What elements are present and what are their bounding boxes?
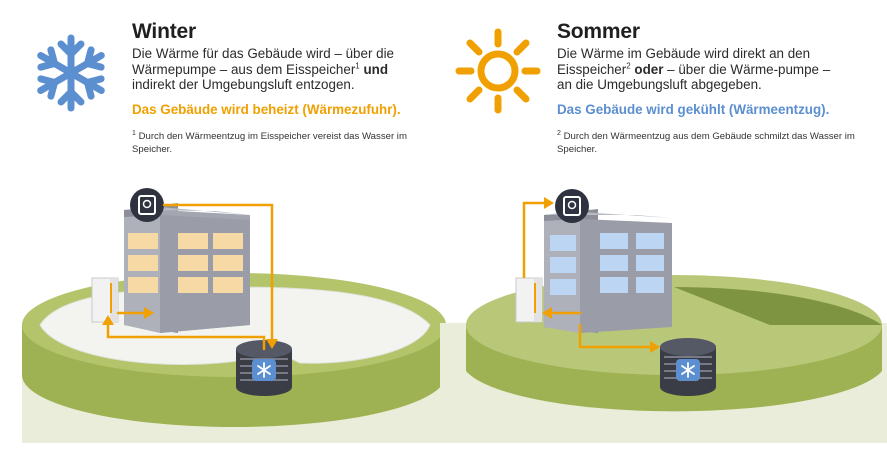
heat-pump-unit bbox=[91, 277, 119, 323]
arrow-head-right-top bbox=[544, 197, 554, 209]
grass-dark-wedge bbox=[674, 287, 882, 325]
winter-description: Die Wärme für das Gebäude wird – über di… bbox=[132, 46, 422, 93]
sun-icon bbox=[455, 28, 541, 114]
winter-body-sup: 1 bbox=[355, 61, 360, 71]
summer-body-bold: oder bbox=[634, 61, 664, 77]
summer-body-sup: 2 bbox=[626, 61, 631, 71]
winter-panel: Winter Die Wärme für das Gebäude wird – … bbox=[22, 20, 450, 443]
snowflake-icon bbox=[37, 34, 105, 112]
building-windows-warm bbox=[128, 233, 243, 293]
winter-title: Winter bbox=[132, 20, 196, 43]
winter-footnote: 1 Durch den Wärmeentzug im Eisspeicher v… bbox=[132, 129, 422, 156]
arrow-head-up bbox=[102, 315, 114, 325]
summer-footnote: 2 Durch den Wärmeentzug aus dem Gebäude … bbox=[557, 129, 857, 156]
summer-highlight: Das Gebäude wird gekühlt (Wärmeentzug). bbox=[557, 102, 830, 117]
summer-panel: Sommer Die Wärme im Gebäude wird direkt … bbox=[440, 0, 887, 452]
winter-body-part1: Die Wärme für das Gebäude wird – über di… bbox=[132, 46, 394, 77]
winter-scene bbox=[22, 188, 450, 443]
thermostat-badge bbox=[130, 188, 164, 222]
building-windows-cool bbox=[550, 233, 664, 295]
arrow-head-left bbox=[542, 307, 552, 319]
flow-arrows bbox=[522, 201, 652, 349]
winter-body-bold: und bbox=[363, 61, 389, 77]
summer-body-part1: Die Wärme im Gebäude wird direkt an den … bbox=[557, 46, 811, 77]
thermostat-badge bbox=[555, 189, 589, 223]
winter-highlight: Das Gebäude wird beheizt (Wärmezufuhr). bbox=[132, 102, 401, 117]
summer-footnote-text: Durch den Wärmeentzug aus dem Gebäude sc… bbox=[557, 131, 855, 155]
heat-pump-unit bbox=[515, 277, 543, 323]
winter-body-part2: indirekt der Umgebungsluft entzogen. bbox=[132, 77, 355, 93]
ice-storage-tank bbox=[660, 338, 716, 396]
arrow-head-right bbox=[144, 307, 154, 319]
summer-body-part2: – über die Wärme-pumpe – an die Umgebung… bbox=[557, 61, 831, 93]
arrow-head-down bbox=[266, 339, 278, 349]
summer-scene bbox=[440, 189, 887, 443]
summer-footnote-mark: 2 bbox=[557, 129, 561, 137]
winter-footnote-text: Durch den Wärmeentzug im Eisspeicher ver… bbox=[132, 131, 407, 155]
arrow-head-right bbox=[650, 341, 660, 353]
flow-arrows bbox=[106, 203, 274, 351]
summer-description: Die Wärme im Gebäude wird direkt an den … bbox=[557, 46, 847, 93]
winter-footnote-mark: 1 bbox=[132, 129, 136, 137]
summer-title: Sommer bbox=[557, 20, 640, 43]
